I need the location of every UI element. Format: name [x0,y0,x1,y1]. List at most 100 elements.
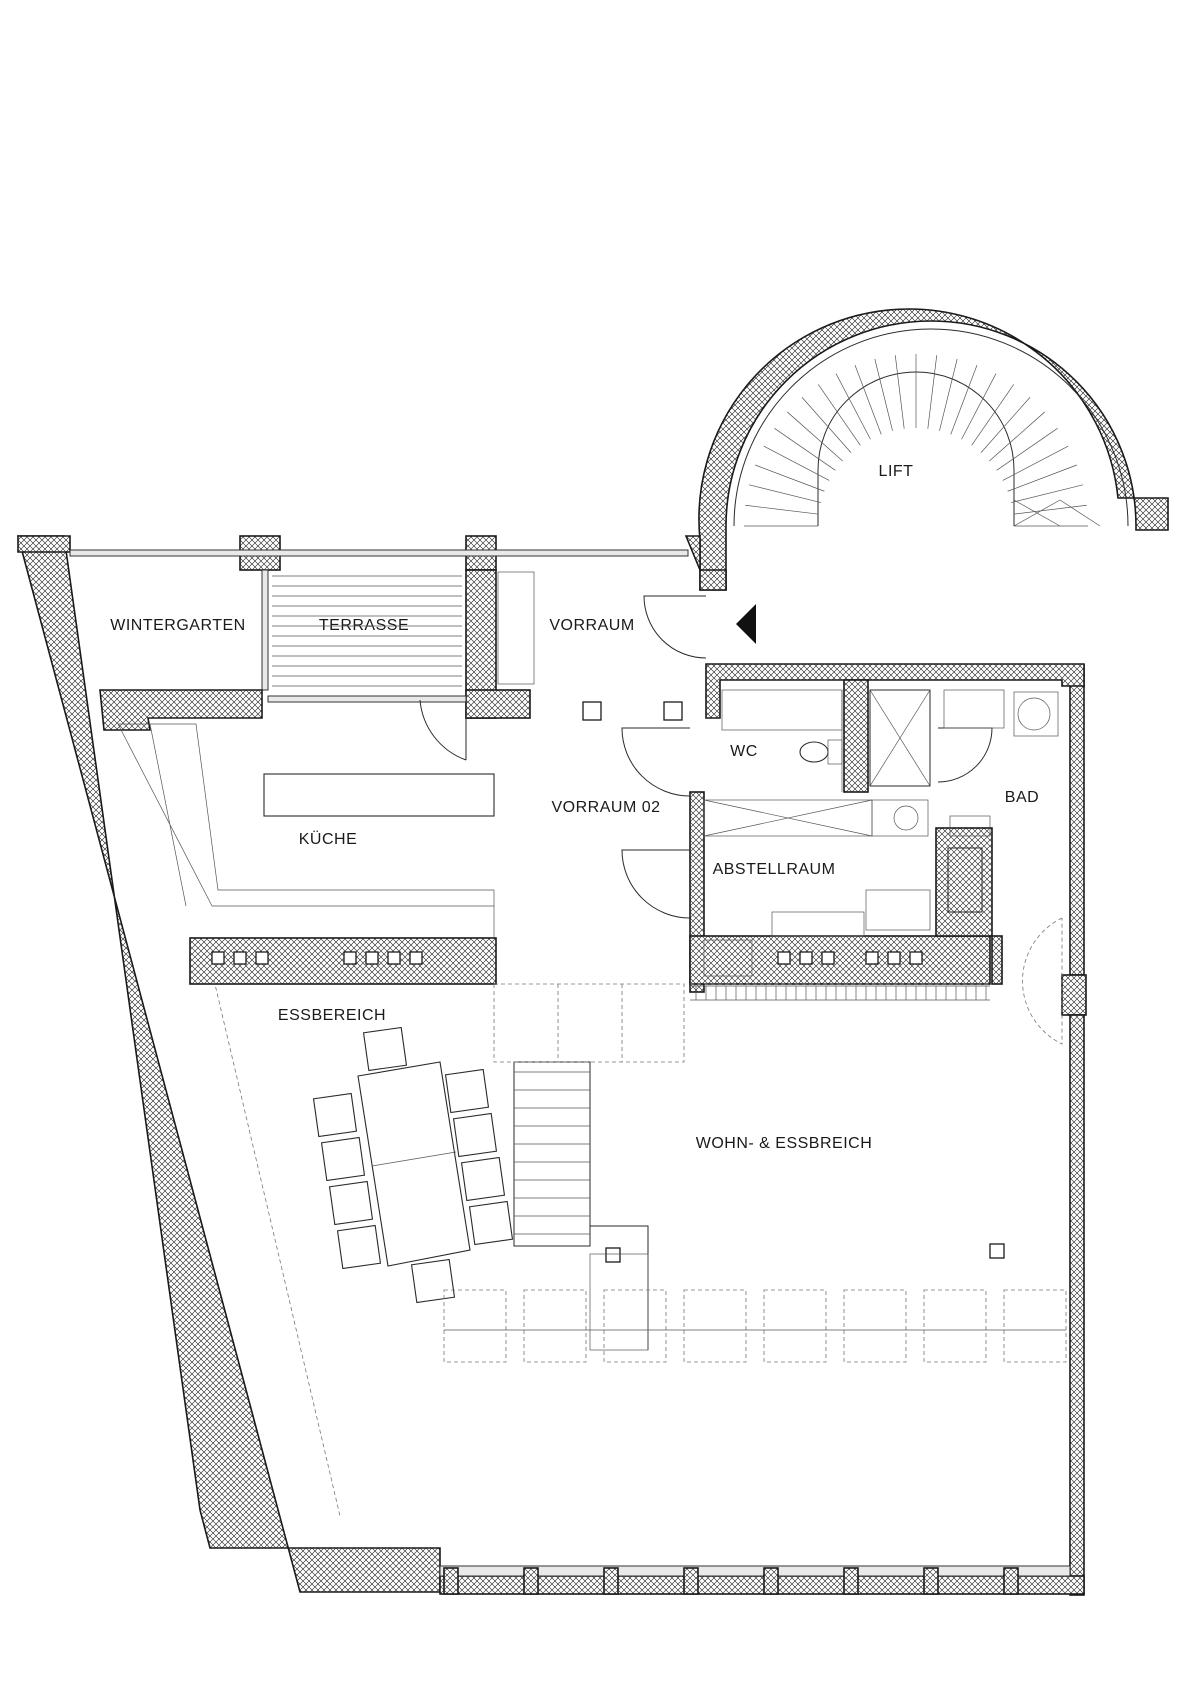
column-marker [663,701,683,721]
stair-tread [818,384,861,446]
window-seat [603,1289,667,1363]
bath-fixtures [869,689,1059,837]
window-seat [523,1289,587,1363]
window-seat [443,1289,507,1363]
room-label-essbereich: ESSBEREICH [278,1007,386,1024]
stair-tread [763,445,830,481]
room-label-wohn-essbereich: WOHN- & ESSBREICH [696,1135,873,1152]
column-marker [365,951,379,965]
north-glazing [69,549,689,557]
bad-shaft-inner [947,847,983,913]
outer-walls [16,535,1087,1596]
stair-tread [950,365,978,435]
storage-cabinet [865,889,931,931]
column-marker [343,951,357,965]
overhead-beam [493,983,685,1063]
room-label-bad: BAD [1005,789,1039,806]
window-seat [683,1289,747,1363]
column-marker [989,1243,1005,1259]
column-marker [605,1247,621,1263]
west-wall [16,535,441,1593]
window-mullion [763,1567,779,1595]
storage-sink [703,939,753,977]
wc-counter [721,689,843,731]
living-fixtures [211,951,1067,1595]
terrace-glass-west [261,569,269,691]
column-marker [865,951,879,965]
room-label-wc: WC [730,743,758,760]
column-marker [211,951,225,965]
stair-tread [980,397,1031,453]
stair-tread [874,358,893,431]
dining-table-icon [312,1026,514,1304]
vorraum-south-stub [465,689,531,719]
stair-cabinet [589,1253,649,1351]
storage-shelf-cross [703,799,873,837]
column-marker [409,951,423,965]
internal-stair-frame [513,1061,591,1247]
core-north-wall [705,663,1085,719]
kitchen-counter [118,723,495,938]
window-mullion [523,1567,539,1595]
kitchen-furniture [117,723,495,938]
room-label-vorraum-02: VORRAUM 02 [551,799,660,816]
column-marker [255,951,269,965]
door-swing-icon [621,849,691,919]
south-glazing [439,1565,1071,1577]
stair-tread [1011,484,1084,503]
terrace-south-wall [99,689,263,731]
window-seat [843,1289,907,1363]
storage-fixtures [703,799,931,977]
room-label-abstellraum: ABSTELLRAUM [713,861,836,878]
dining-chair [460,1156,506,1202]
window-mullion [683,1567,699,1595]
radiator-strip [690,985,990,1001]
dining-chair [444,1068,490,1114]
stair-tread [894,355,905,429]
dining-chair [468,1200,514,1246]
stair-tread [748,484,821,503]
stair-tread [755,464,825,492]
column-marker [821,951,835,965]
wc-fixtures [721,689,843,792]
stair-tread [971,384,1014,446]
east-wall [1069,664,1085,976]
column-marker [233,951,247,965]
stair-tread [1007,464,1077,492]
stair-landing [1013,499,1101,527]
washer-icon [1017,697,1051,731]
window-mullion [923,1567,939,1595]
dining-table [357,1061,471,1267]
stair-tread [961,373,997,440]
stair-tread [939,358,958,431]
window-seat [1003,1289,1067,1363]
storage-boiler [871,799,929,837]
dining-chair [362,1026,408,1072]
room-label-vorraum: VORRAUM [549,617,634,634]
north-wall-west [17,535,71,553]
stair-tread [774,428,836,471]
window-mullion [443,1567,459,1595]
window-mullion [603,1567,619,1595]
dining-chair [452,1112,498,1158]
toilet-icon [799,741,829,763]
stair-tread [745,504,819,515]
bad-wall-south [991,935,1003,985]
room-label-kueche: KÜCHE [299,830,358,848]
door-swing-icon [621,727,691,797]
room-label-terrasse: TERRASSE [319,617,409,634]
room-label-lift: LIFT [879,463,914,480]
core-south-wall [689,935,991,985]
stair-icon [514,1071,590,1235]
boiler-icon [893,805,919,831]
wc-cistern [827,739,843,765]
column-marker [777,951,791,965]
dining-chair [328,1180,374,1226]
internal-stair [513,1061,649,1351]
column-marker [582,701,602,721]
north-wall-east [684,535,727,591]
window-mullion [1003,1567,1019,1595]
door-swing-icon [1022,917,1063,1045]
dining-chair [312,1092,358,1138]
